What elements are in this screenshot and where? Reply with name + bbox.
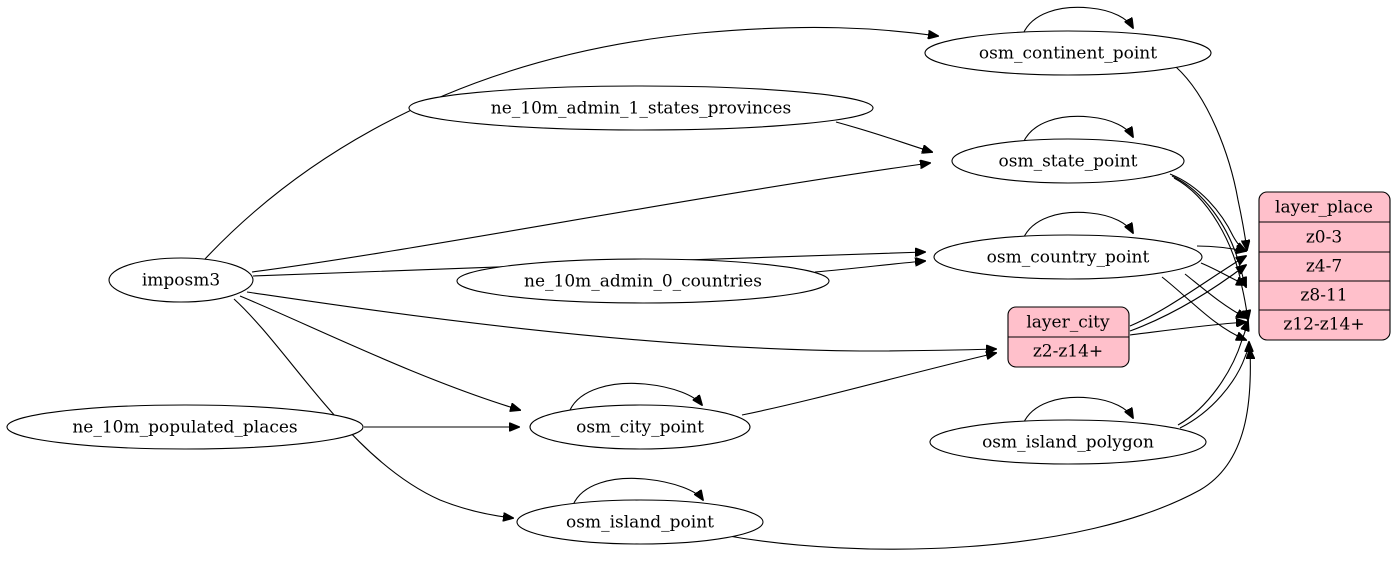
osm-island-point-ellipse[interactable] [516,499,764,545]
edge-ne-admin1-to-osm-state-point [835,121,932,152]
edge-osm-city-point-to-layer-city [741,353,996,416]
osm-country-point-ellipse[interactable] [933,234,1203,280]
edge-osm-country-point-to-layer-place-z4-7 [1200,262,1246,285]
layer-city-row-z2-z14[interactable]: z2-z14+ [1033,342,1103,362]
node-imposm3[interactable]: imposm3 [108,257,254,303]
nodes-layer: imposm3 ne_10m_admin_1_states_provinces … [6,30,1391,545]
edge-osm-continent-point-to-layer-place-z0-3 [1175,66,1247,250]
edge-ne-admin0-to-osm-country-point [814,261,925,273]
node-osm-island-polygon[interactable]: osm_island_polygon [929,419,1207,465]
node-ne-10m-populated-places[interactable]: ne_10m_populated_places [6,404,364,450]
self-loop-osm-island-point [572,477,703,506]
osm-city-point-label: osm_city_point [576,418,704,438]
layer-place-title: layer_place [1275,198,1373,218]
layer-place-body[interactable] [1258,191,1391,341]
layer-place-row-z8-11[interactable]: z8-11 [1300,286,1347,306]
node-osm-continent-point[interactable]: osm_continent_point [924,30,1212,76]
edge-osm-country-point-to-layer-place-z0-3 [1196,246,1246,251]
node-layer-city[interactable]: layer_city z2-z14+ [1007,306,1130,368]
osm-city-point-ellipse[interactable] [529,404,751,450]
osm-continent-point-ellipse[interactable] [924,30,1212,76]
self-loop-osm-city-point [569,382,702,411]
osm-country-point-label: osm_country_point [987,248,1150,268]
edge-osm-country-point-to-layer-place-z12-z14 [1161,276,1246,340]
ne-admin0-label: ne_10m_admin_0_countries [524,272,762,292]
edge-osm-island-polygon-to-layer-place-z8-11 [1177,321,1248,426]
edge-osm-island-polygon-to-layer-place-z12-z14 [1179,342,1249,429]
imposm3-ellipse[interactable] [108,257,254,303]
edge-imposm3-to-osm-state-point [251,163,930,273]
ne-admin1-label: ne_10m_admin_1_states_provinces [491,99,791,119]
node-ne-10m-admin-1-states-provinces[interactable]: ne_10m_admin_1_states_provinces [408,85,874,131]
node-osm-country-point[interactable]: osm_country_point [933,234,1203,280]
edge-layer-city-to-layer-place-z0-3 [1129,256,1246,327]
edge-layer-city-to-layer-place-z4-7 [1129,265,1246,332]
edge-osm-country-point-to-layer-place-z8-11 [1184,273,1246,318]
osm-island-point-label: osm_island_point [566,513,714,533]
ne-admin1-ellipse[interactable] [408,85,874,131]
edge-imposm3-to-osm-continent-point [204,26,938,260]
osm-island-polygon-label: osm_island_polygon [982,433,1154,453]
self-loop-osm-country-point [1022,211,1133,240]
node-osm-city-point[interactable]: osm_city_point [529,404,751,450]
layer-place-row-z12-z14[interactable]: z12-z14+ [1283,315,1364,335]
edge-osm-state-point-to-layer-place-z4-7 [1171,175,1246,287]
self-loop-osm-continent-point [1022,6,1133,35]
osm-continent-point-label: osm_continent_point [979,44,1157,64]
osm-state-point-label: osm_state_point [999,152,1138,172]
layer-place-row-z4-7[interactable]: z4-7 [1306,257,1342,277]
edge-imposm3-to-osm-island-point [233,298,513,518]
self-loop-osm-island-polygon [1022,396,1133,425]
ne-populated-places-ellipse[interactable] [6,404,364,450]
ne-populated-places-label: ne_10m_populated_places [72,418,297,438]
self-loop-osm-state-point [1022,115,1133,144]
layer-place-row-z0-3[interactable]: z0-3 [1306,228,1342,248]
osm-island-polygon-ellipse[interactable] [929,419,1207,465]
edge-imposm3-to-layer-city [246,291,996,351]
node-ne-10m-admin-0-countries[interactable]: ne_10m_admin_0_countries [456,258,830,304]
layer-city-title: layer_city [1026,313,1110,333]
osm-state-point-ellipse[interactable] [951,138,1185,184]
node-osm-island-point[interactable]: osm_island_point [516,499,764,545]
imposm3-label: imposm3 [142,271,220,291]
edge-imposm3-to-osm-city-point [239,295,520,410]
ne-admin0-ellipse[interactable] [456,258,830,304]
edge-layer-city-to-layer-place-z8-11 [1129,322,1246,336]
edge-osm-island-point-to-layer-place-z12-z14 [722,349,1250,550]
node-osm-state-point[interactable]: osm_state_point [951,138,1185,184]
edges-layer [204,6,1250,550]
node-layer-place[interactable]: layer_place z0-3 z4-7 z8-11 z12-z14+ [1258,191,1391,341]
